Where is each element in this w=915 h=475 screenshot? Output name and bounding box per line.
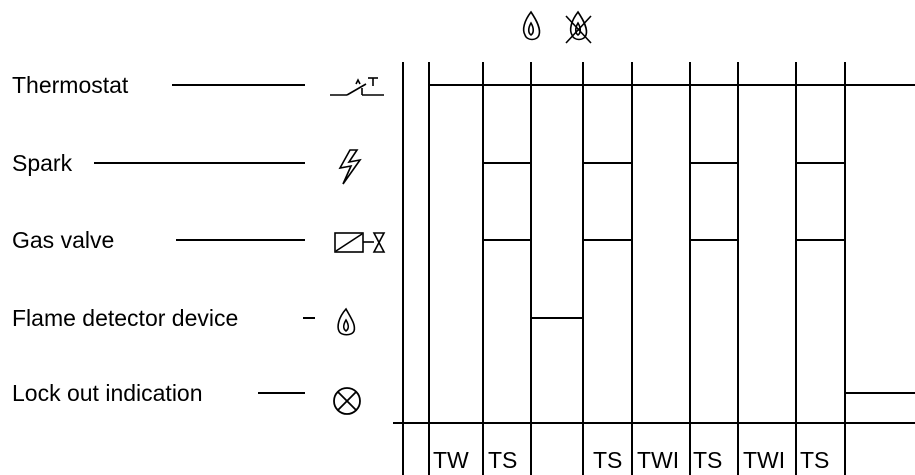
flame-icon: [337, 307, 356, 336]
row-label-lockout: Lock out indication: [12, 380, 203, 406]
phase-label-1: TW: [433, 447, 469, 473]
thermostat-switch-icon: [330, 77, 384, 96]
row-label-thermostat: Thermostat: [12, 72, 129, 98]
row-label-gas-valve: Gas valve: [12, 227, 115, 253]
timing-grid: [393, 62, 915, 475]
lockout-lamp-icon: [333, 387, 361, 415]
row-label-flame-detector: Flame detector device: [12, 305, 239, 331]
signal-traces: [429, 84, 915, 394]
row-label-spark: Spark: [12, 150, 73, 176]
phase-label-8: TS: [800, 447, 830, 473]
phase-label-7: TWI: [743, 447, 786, 473]
phase-label-4: TS: [593, 447, 623, 473]
flame-icon: [522, 10, 541, 41]
row-leader-lines: [94, 84, 315, 394]
phase-label-2: TS: [488, 447, 518, 473]
phase-label-5: TWI: [637, 447, 680, 473]
phase-label-6: TS: [693, 447, 723, 473]
flame-crossed-icon: [565, 10, 592, 44]
spark-icon: [338, 149, 362, 185]
gas-valve-icon: [334, 232, 386, 253]
